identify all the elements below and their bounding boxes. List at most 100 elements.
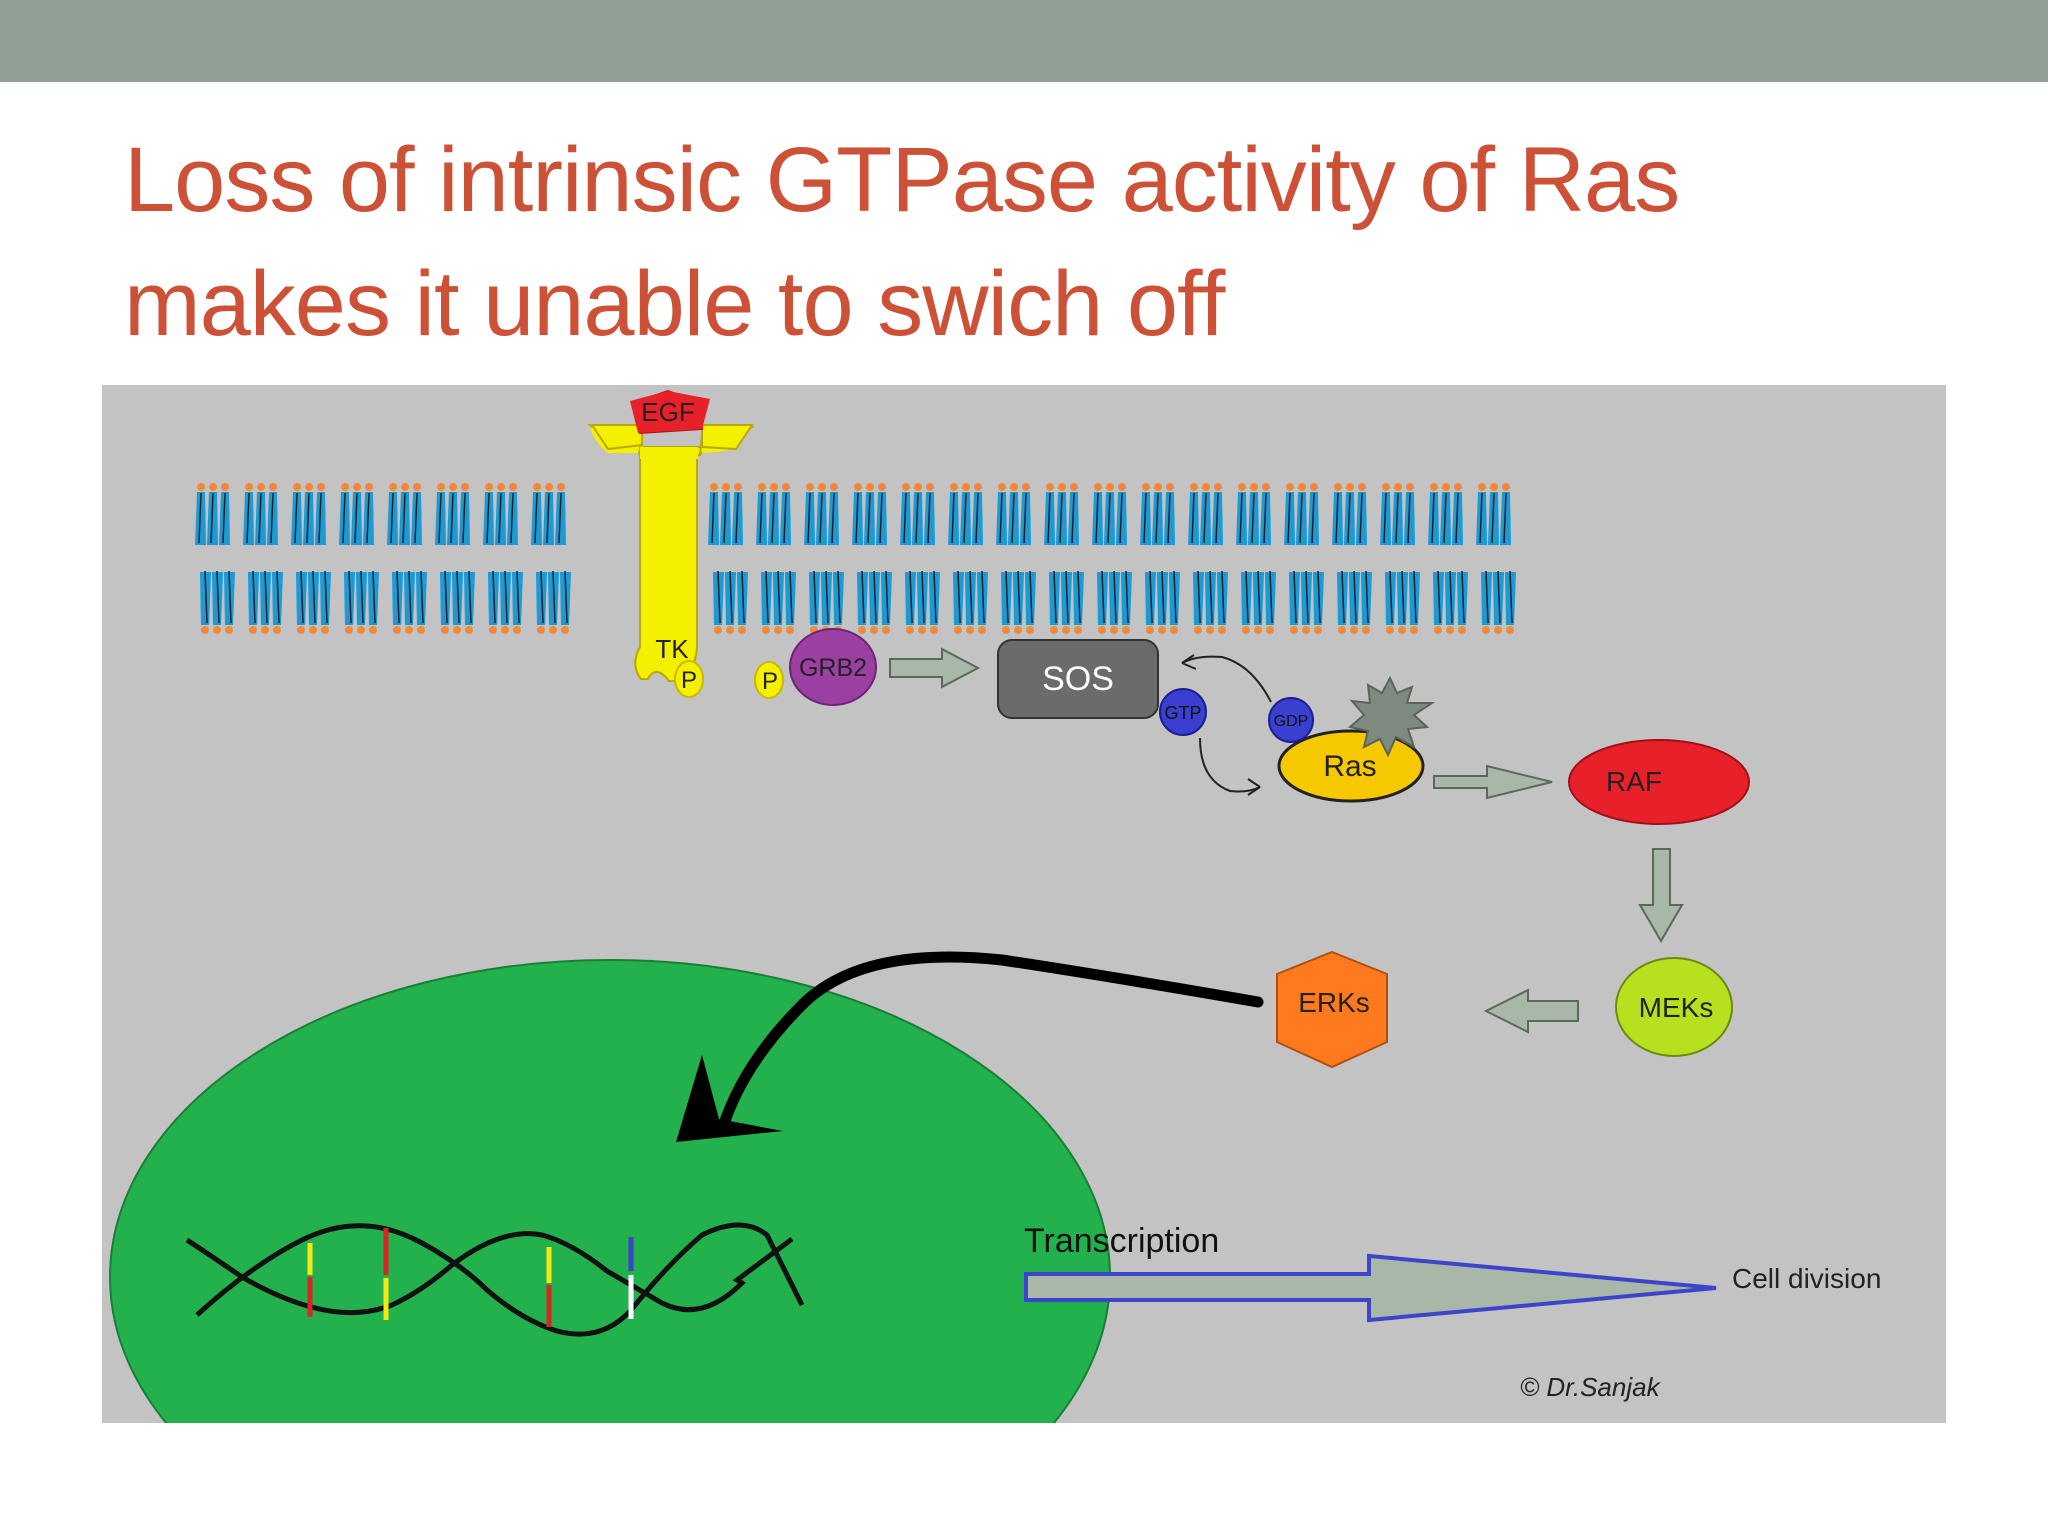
lipid-head-inner: [1338, 626, 1346, 634]
lipid-chain: [264, 570, 268, 624]
lipid-chain: [486, 492, 490, 544]
lipid-chain: [516, 570, 520, 624]
lipid-head-outer: [770, 483, 778, 491]
lipid-chain: [1389, 570, 1393, 624]
lipid-head-inner: [1386, 626, 1394, 634]
lipid-chain: [246, 492, 250, 544]
lipid-head-outer: [1238, 483, 1246, 491]
lipid-head-inner: [393, 626, 401, 634]
lipid-head-outer: [1250, 483, 1258, 491]
gtp-molecule: GTP: [1159, 688, 1207, 736]
lipid-head-outer: [710, 483, 718, 491]
lipid-chain: [1011, 492, 1015, 544]
lipid-chain: [1197, 570, 1201, 624]
lipid-head-inner: [369, 626, 377, 634]
lipid-head-inner: [1302, 626, 1310, 634]
lipid-chain: [258, 492, 262, 544]
lipid-chain: [1059, 492, 1063, 544]
lipid-head-outer: [545, 483, 553, 491]
lipid-head-outer: [461, 483, 469, 491]
tk-label: TK: [655, 634, 689, 664]
lipid-chain: [1317, 570, 1321, 624]
lipid-head-inner: [1350, 626, 1358, 634]
top-bar: [0, 0, 2048, 82]
lipid-head-outer: [245, 483, 253, 491]
arrow-raf-to-meks: [1638, 848, 1684, 943]
lipid-chain: [1365, 570, 1369, 624]
lipid-head-inner: [774, 626, 782, 634]
lipid-head-outer: [782, 483, 790, 491]
lipid-chain: [204, 570, 208, 624]
lipid-head-inner: [1362, 626, 1370, 634]
lipid-chain: [360, 570, 364, 624]
lipid-chain: [831, 492, 835, 544]
lipid-head-inner: [1410, 626, 1418, 634]
lipid-chain: [228, 570, 232, 624]
lipid-head-outer: [401, 483, 409, 491]
lipid-head-outer: [902, 483, 910, 491]
lipid-chain: [909, 570, 913, 624]
lipid-head-inner: [1506, 626, 1514, 634]
lipid-head-outer: [722, 483, 730, 491]
lipid-head-inner: [1002, 626, 1010, 634]
lipid-head-inner: [930, 626, 938, 634]
lipid-chain: [420, 570, 424, 624]
lipid-head-outer: [1070, 483, 1078, 491]
lipid-head-outer: [1106, 483, 1114, 491]
lipid-chain: [372, 570, 376, 624]
lipid-chain: [1287, 492, 1291, 544]
lipid-head-outer: [1046, 483, 1054, 491]
lipid-chain: [198, 492, 202, 544]
lipid-head-outer: [1214, 483, 1222, 491]
lipid-head-outer: [1394, 483, 1402, 491]
lipid-chain: [1383, 492, 1387, 544]
lipid-head-outer: [758, 483, 766, 491]
lipid-chain: [1047, 492, 1051, 544]
lipid-head-outer: [962, 483, 970, 491]
lipid-head-inner: [1434, 626, 1442, 634]
lipid-chain: [408, 570, 412, 624]
lipid-chain: [222, 492, 226, 544]
arrow-grb2-to-sos: [889, 647, 981, 689]
lipid-head-inner: [465, 626, 473, 634]
lipid-chain: [855, 492, 859, 544]
lipid-head-inner: [906, 626, 914, 634]
lipid-chain: [354, 492, 358, 544]
mutation-starburst-icon: [1347, 675, 1436, 758]
lipid-chain: [1107, 492, 1111, 544]
lipid-chain: [819, 492, 823, 544]
lipid-head-outer: [557, 483, 565, 491]
lipid-head-inner: [297, 626, 305, 634]
phosphate-left-label: P: [681, 667, 697, 694]
lipid-chain: [504, 570, 508, 624]
lipid-head-outer: [1118, 483, 1126, 491]
lipid-chain: [1125, 570, 1129, 624]
lipid-chain: [1497, 570, 1501, 624]
lipid-chain: [216, 570, 220, 624]
lipid-head-outer: [866, 483, 874, 491]
lipid-chain: [789, 570, 793, 624]
lipid-head-outer: [293, 483, 301, 491]
lipid-head-outer: [449, 483, 457, 491]
grb2-label: GRB2: [799, 654, 867, 682]
lipid-chain: [1455, 492, 1459, 544]
lipid-chain: [1491, 492, 1495, 544]
lipid-chain: [534, 492, 538, 544]
lipid-chain: [1335, 492, 1339, 544]
lipid-chain: [1209, 570, 1213, 624]
lipid-chain: [777, 570, 781, 624]
lipid-head-outer: [365, 483, 373, 491]
lipid-head-inner: [858, 626, 866, 634]
lipid-head-outer: [353, 483, 361, 491]
lipid-head-inner: [561, 626, 569, 634]
lipid-head-inner: [870, 626, 878, 634]
lipid-chain: [963, 492, 967, 544]
lipid-head-inner: [1098, 626, 1106, 634]
lipid-chain: [1101, 570, 1105, 624]
lipid-head-outer: [1430, 483, 1438, 491]
lipid-chain: [1161, 570, 1165, 624]
lipid-chain: [1149, 570, 1153, 624]
lipid-head-inner: [1398, 626, 1406, 634]
lipid-chain: [1077, 570, 1081, 624]
lipid-chain: [861, 570, 865, 624]
